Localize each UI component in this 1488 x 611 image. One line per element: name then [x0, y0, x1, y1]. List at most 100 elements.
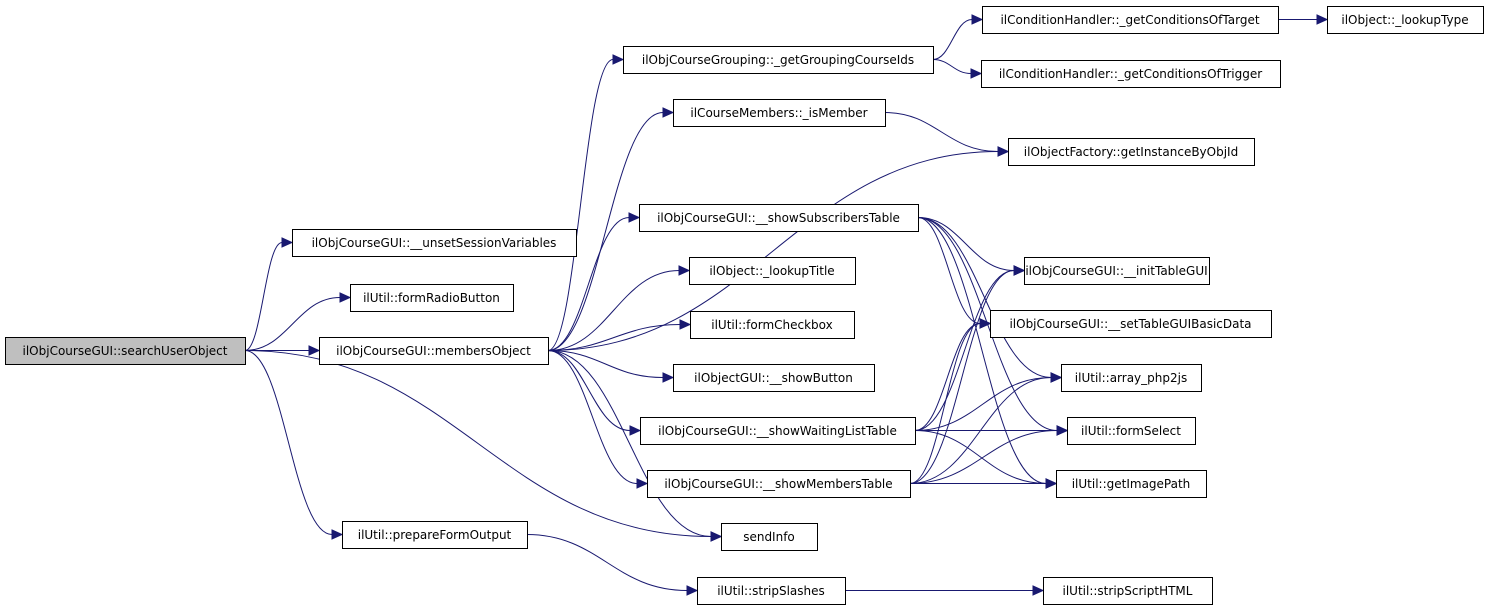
node-box — [673, 364, 875, 392]
node-unsetsessionvariables[interactable]: ilObjCourseGUI::__unsetSessionVariables — [292, 229, 577, 257]
arrowhead-icon — [629, 425, 642, 436]
node-settableguibasicdata[interactable]: ilObjCourseGUI::__setTableGUIBasicData — [990, 310, 1272, 338]
edge-membersobject-to-getgroupingcourseids — [547, 54, 625, 351]
node-getinstancebyobjid[interactable]: ilObjectFactory::getInstanceByObjId — [1008, 138, 1255, 166]
node-sendinfo[interactable]: sendInfo — [721, 523, 818, 551]
node-ismember[interactable]: ilCourseMembers::_isMember — [673, 99, 886, 127]
node-box — [1024, 257, 1210, 285]
node-lookuptype[interactable]: ilObject::_lookupType — [1327, 6, 1484, 34]
edge-getconditionsoftarget-to-lookuptype — [1278, 14, 1329, 25]
arrowhead-icon — [997, 146, 1010, 157]
edge-line — [917, 217, 1015, 271]
node-label: sendInfo — [743, 530, 795, 544]
node-showsubscriberstable[interactable]: ilObjCourseGUI::__showSubscribersTable — [639, 204, 919, 232]
edge-membersobject-to-showsubscriberstable — [547, 212, 641, 351]
node-label: ilObjCourseGrouping::_getGroupingCourseI… — [642, 53, 914, 67]
node-box — [1008, 138, 1255, 166]
edge-line — [244, 297, 341, 351]
node-lookuptitle[interactable]: ilObject::_lookupTitle — [689, 257, 856, 285]
edge-stripslashes-to-stripscripthtml — [845, 585, 1045, 596]
edge-line — [547, 112, 664, 351]
node-formselect[interactable]: ilUtil::formSelect — [1067, 417, 1196, 445]
edge-line — [914, 377, 1052, 431]
node-box — [292, 229, 577, 257]
node-prepareformoutput[interactable]: ilUtil::prepareFormOutput — [342, 521, 528, 549]
arrowhead-icon — [1032, 585, 1045, 596]
node-label: ilUtil::prepareFormOutput — [358, 528, 512, 542]
node-stripslashes[interactable]: ilUtil::stripSlashes — [697, 577, 846, 605]
node-showwaitinglisttable[interactable]: ilObjCourseGUI::__showWaitingListTable — [640, 417, 916, 445]
arrowhead-icon — [678, 265, 691, 276]
node-searchuserobject[interactable]: ilObjCourseGUI::searchUserObject — [5, 337, 246, 365]
node-label: ilObjCourseGUI::__unsetSessionVariables — [312, 236, 557, 250]
node-formcheckbox[interactable]: ilUtil::formCheckbox — [690, 311, 855, 339]
nodes-layer: ilObjCourseGUI::searchUserObjectilObjCou… — [5, 6, 1484, 605]
node-showbutton[interactable]: ilObjectGUI::__showButton — [673, 364, 875, 392]
node-label: ilObjCourseGUI::searchUserObject — [23, 344, 228, 358]
node-box — [981, 60, 1281, 88]
edge-membersobject-to-showbutton — [547, 350, 675, 383]
edge-searchuserobject-to-prepareformoutput — [244, 350, 344, 540]
node-label: ilCourseMembers::_isMember — [690, 106, 867, 120]
arrowhead-icon — [679, 319, 692, 330]
edge-getgroupingcourseids-to-getconditionsoftarget — [932, 14, 984, 60]
arrowhead-icon — [979, 318, 992, 329]
node-label: ilUtil::stripScriptHTML — [1063, 584, 1193, 598]
node-array-php2js[interactable]: ilUtil::array_php2js — [1061, 364, 1202, 392]
arrowhead-icon — [339, 292, 352, 303]
node-label: ilObjCourseGUI::__showMembersTable — [664, 477, 892, 491]
node-inittablegui[interactable]: ilObjCourseGUI::__initTableGUI — [1024, 257, 1210, 285]
edge-line — [884, 112, 999, 152]
node-membersobject[interactable]: ilObjCourseGUI::membersObject — [319, 337, 549, 365]
node-getconditionsoftarget[interactable]: ilConditionHandler::_getConditionsOfTarg… — [982, 6, 1279, 34]
node-box — [1067, 417, 1196, 445]
node-getgroupingcourseids[interactable]: ilObjCourseGrouping::_getGroupingCourseI… — [623, 46, 934, 74]
edge-getgroupingcourseids-to-getconditionsoftrigger — [932, 59, 983, 79]
edge-line — [914, 270, 1015, 431]
node-box — [990, 310, 1272, 338]
node-label: ilConditionHandler::_getConditionsOfTarg… — [1000, 13, 1259, 27]
arrowhead-icon — [970, 68, 983, 79]
edge-line — [917, 217, 981, 324]
edge-line — [914, 323, 981, 431]
arrowhead-icon — [662, 372, 675, 383]
node-box — [342, 521, 528, 549]
edge-membersobject-to-showwaitinglisttable — [547, 350, 642, 436]
node-getimagepath[interactable]: ilUtil::getImagePath — [1056, 470, 1207, 498]
edge-line — [909, 430, 1058, 484]
node-showmemberstable[interactable]: ilObjCourseGUI::__showMembersTable — [647, 470, 911, 498]
node-box — [689, 257, 856, 285]
edge-line — [244, 242, 283, 351]
node-label: ilObjCourseGUI::__showWaitingListTable — [658, 424, 897, 438]
edge-showmemberstable-to-formselect — [909, 425, 1069, 484]
node-box — [673, 99, 886, 127]
node-box — [982, 6, 1279, 34]
arrowhead-icon — [662, 107, 675, 118]
node-getconditionsoftrigger[interactable]: ilConditionHandler::_getConditionsOfTrig… — [981, 60, 1281, 88]
node-label: ilObjectGUI::__showButton — [694, 371, 853, 385]
node-box — [350, 284, 514, 312]
node-label: ilObjCourseGUI::membersObject — [336, 344, 531, 358]
edge-line — [932, 19, 973, 60]
edge-line — [547, 59, 614, 351]
node-box — [1061, 364, 1202, 392]
arrowhead-icon — [636, 478, 649, 489]
edge-searchuserobject-to-sendinfo — [244, 350, 723, 542]
edge-line — [547, 350, 638, 484]
node-label: ilConditionHandler::_getConditionsOfTrig… — [999, 67, 1262, 81]
edge-line — [526, 534, 688, 591]
node-label: ilUtil::stripSlashes — [717, 584, 825, 598]
node-box — [1043, 577, 1213, 605]
edge-searchuserobject-to-unsetsessionvariables — [244, 237, 294, 351]
edge-membersobject-to-ismember — [547, 107, 675, 351]
edge-prepareformoutput-to-stripslashes — [526, 534, 699, 596]
edge-membersobject-to-sendinfo — [547, 350, 723, 542]
node-formradiobutton[interactable]: ilUtil::formRadioButton — [350, 284, 514, 312]
node-label: ilObject::_lookupTitle — [709, 264, 834, 278]
node-label: ilObjCourseGUI::__showSubscribersTable — [657, 211, 900, 225]
node-stripscripthtml[interactable]: ilUtil::stripScriptHTML — [1043, 577, 1213, 605]
edge-searchuserobject-to-formradiobutton — [244, 292, 352, 351]
edge-line — [547, 350, 712, 537]
node-label: ilObjCourseGUI::__initTableGUI — [1025, 264, 1207, 278]
edge-showmemberstable-to-settableguibasicdata — [909, 318, 992, 484]
